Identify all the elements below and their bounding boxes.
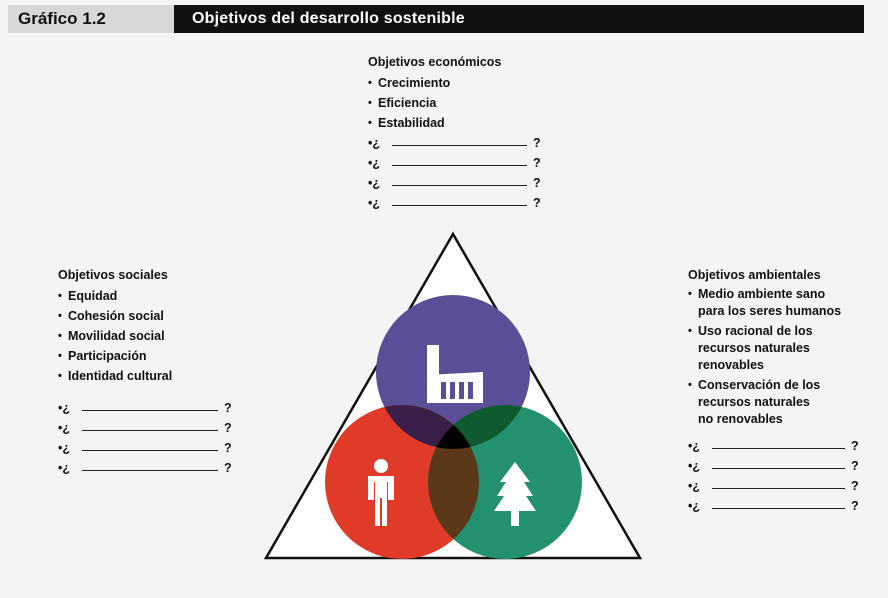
blank-entry: •¿? xyxy=(688,459,859,473)
social-item: Participación xyxy=(58,346,232,366)
environmental-item: Conservación de los recursos naturales n… xyxy=(688,377,859,428)
blank-line xyxy=(392,185,527,186)
blank-line xyxy=(82,410,218,411)
blank-entry: •¿? xyxy=(368,176,541,190)
blank-line xyxy=(712,448,845,449)
blank-entry: •¿? xyxy=(688,499,859,513)
blank-entry: •¿? xyxy=(58,421,232,435)
person-icon xyxy=(368,459,394,526)
social-item: Equidad xyxy=(58,286,232,306)
environmental-item: Medio ambiente sano para los seres human… xyxy=(688,286,859,320)
figure-title: Objetivos del desarrollo sostenible xyxy=(174,5,864,33)
center-overlap xyxy=(428,405,479,449)
environmental-item: Uso racional de los recursos naturales r… xyxy=(688,323,859,374)
blank-line xyxy=(392,165,527,166)
blank-entry: •¿? xyxy=(58,461,232,475)
blank-entry: •¿? xyxy=(368,196,541,210)
economic-item: Eficiencia xyxy=(368,93,541,113)
social-heading: Objetivos sociales xyxy=(58,268,168,282)
blank-entry: •¿? xyxy=(368,136,541,150)
blank-line xyxy=(82,470,218,471)
social-objectives: Objetivos sociales Equidad Cohesión soci… xyxy=(58,265,232,478)
social-item: Identidad cultural xyxy=(58,366,232,386)
blank-entry: •¿? xyxy=(58,441,232,455)
factory-icon xyxy=(427,345,483,403)
figure-label: Gráfico 1.2 xyxy=(8,5,174,33)
blank-entry: •¿? xyxy=(688,439,859,453)
blank-line xyxy=(392,205,527,206)
blank-entry: •¿? xyxy=(368,156,541,170)
blank-line xyxy=(712,488,845,489)
figure-header: Gráfico 1.2 Objetivos del desarrollo sos… xyxy=(8,5,864,33)
economic-item: Estabilidad xyxy=(368,113,541,133)
social-item: Cohesión social xyxy=(58,306,232,326)
blank-line xyxy=(82,430,218,431)
blank-entry: •¿? xyxy=(58,401,232,415)
economic-heading: Objetivos económicos xyxy=(368,55,502,69)
blank-line xyxy=(712,468,845,469)
social-item: Movilidad social xyxy=(58,326,232,346)
environmental-heading: Objetivos ambientales xyxy=(688,268,821,282)
blank-entry: •¿? xyxy=(688,479,859,493)
blank-line xyxy=(712,508,845,509)
blank-line xyxy=(82,450,218,451)
tree-icon xyxy=(494,462,536,526)
environmental-objectives: Objetivos ambientales Medio ambiente san… xyxy=(688,265,859,516)
economic-item: Crecimiento xyxy=(368,73,541,93)
blank-line xyxy=(392,145,527,146)
economic-objectives: Objetivos económicos Crecimiento Eficien… xyxy=(368,52,541,213)
